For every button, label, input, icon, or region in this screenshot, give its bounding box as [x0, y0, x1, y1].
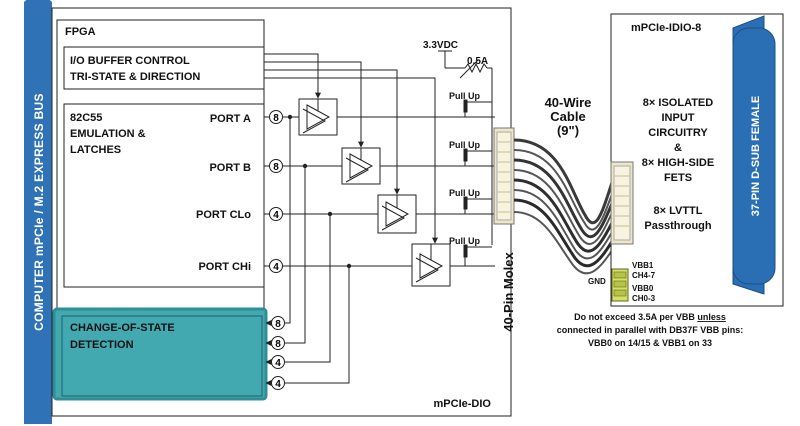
dsub-label: 37-PIN D-SUB FEMALE — [750, 96, 762, 216]
feature-line-1: 8× ISOLATED — [643, 97, 713, 109]
ch0-3-label: CH0-3 — [632, 294, 656, 303]
svg-text:8: 8 — [275, 339, 281, 350]
supply-voltage: 3.3VDC — [423, 40, 458, 51]
io-buffer-control-block — [63, 46, 265, 90]
emulation-line1: 82C55 — [70, 112, 102, 124]
cos-line2: DETECTION — [70, 339, 134, 351]
idio-board-name: mPCIe-IDIO-8 — [631, 22, 701, 34]
svg-text:4: 4 — [275, 379, 281, 390]
cable-line1: 40-Wire — [545, 95, 592, 110]
pullup-resistors — [463, 99, 492, 266]
cos-input-badge-4: 4 — [271, 376, 285, 390]
svg-text:8: 8 — [275, 319, 281, 330]
ribbon-cable — [513, 138, 620, 275]
port-a-width-badge: 8 — [269, 110, 283, 124]
io-buffer-line2: TRI-STATE & DIRECTION — [70, 71, 200, 83]
board-name: mPCIe-DIO — [434, 398, 492, 410]
molex-label: 40-Pin Molex — [501, 251, 516, 331]
port-chi-width-badge: 4 — [269, 259, 283, 273]
feature-line-7: 8× LVTTL — [654, 205, 703, 217]
supply-fuse — [438, 50, 493, 245]
emulation-line2: EMULATION & — [70, 128, 146, 140]
port-b-label: PORT B — [209, 162, 251, 174]
port-clo-label: PORT CLo — [196, 209, 251, 221]
svg-text:8: 8 — [273, 113, 279, 124]
buffer-port-clo — [377, 194, 417, 234]
bus-label: COMPUTER mPCIe / M.2 EXPRESS BUS — [32, 93, 46, 331]
pullup-label-chi: Pull Up — [449, 236, 481, 246]
computer-bus: COMPUTER mPCIe / M.2 EXPRESS BUS — [24, 0, 52, 424]
pullup-label-b: Pull Up — [449, 140, 481, 150]
feature-line-2: INPUT — [662, 112, 695, 124]
feature-line-8: Passthrough — [644, 220, 712, 232]
cos-input-badges: 8 8 4 4 — [271, 316, 285, 390]
vbb-note-line1: Do not exceed 3.5A per VBB unless — [574, 312, 726, 322]
emulation-line3: LATCHES — [70, 144, 121, 156]
molex-connector — [493, 127, 515, 225]
buffer-port-b — [341, 147, 381, 185]
port-a-label: PORT A — [210, 113, 251, 125]
cos-input-badge-1: 8 — [271, 316, 285, 330]
vbb1-label: VBB1 — [632, 261, 654, 270]
cos-input-badge-2: 8 — [271, 336, 285, 350]
feature-line-6: FETS — [664, 172, 692, 184]
feature-line-4: & — [674, 142, 682, 154]
junction-dots — [287, 114, 352, 269]
change-of-state-block — [52, 307, 268, 401]
port-clo-width-badge: 4 — [269, 207, 283, 221]
cos-line1: CHANGE-OF-STATE — [70, 322, 175, 334]
emulation-block — [63, 103, 265, 288]
idio-features: 8× ISOLATED INPUT CIRCUITRY & 8× HIGH-SI… — [642, 97, 714, 232]
cable-line3: (9") — [557, 123, 579, 138]
port-b-width-badge: 8 — [269, 159, 283, 173]
buffer-port-chi — [411, 243, 451, 287]
fpga-label: FPGA — [65, 26, 96, 38]
svg-text:4: 4 — [273, 262, 279, 273]
pullup-label-clo: Pull Up — [449, 188, 481, 198]
idio-connector — [610, 161, 634, 245]
vbb-note-line3: VBB0 on 14/15 & VBB1 on 33 — [588, 338, 712, 348]
cos-input-badge-3: 4 — [271, 355, 285, 369]
feature-line-5: 8× HIGH-SIDE — [642, 157, 714, 169]
svg-text:8: 8 — [273, 162, 279, 173]
ch4-7-label: CH4-7 — [632, 271, 656, 280]
port-chi-label: PORT CHi — [198, 261, 251, 273]
vbb0-label: VBB0 — [632, 284, 654, 293]
vbb-note-line2: connected in parallel with DB37F VBB pin… — [557, 325, 744, 335]
port-width-badges: 8 8 4 4 — [269, 110, 283, 273]
fuse-rating: 0.5A — [467, 56, 488, 67]
cable-line2: Cable — [550, 109, 585, 124]
io-buffer-line1: I/O BUFFER CONTROL — [70, 55, 190, 67]
svg-text:4: 4 — [273, 210, 279, 221]
feature-line-3: CIRCUITRY — [648, 127, 708, 139]
svg-text:4: 4 — [275, 358, 281, 369]
vbb-terminal-block — [611, 268, 629, 302]
pullup-label-a: Pull Up — [449, 91, 481, 101]
gnd-label: GND — [588, 277, 606, 286]
dsub-connector — [732, 15, 776, 295]
buffer-port-a — [298, 98, 338, 136]
control-lines — [264, 53, 438, 244]
